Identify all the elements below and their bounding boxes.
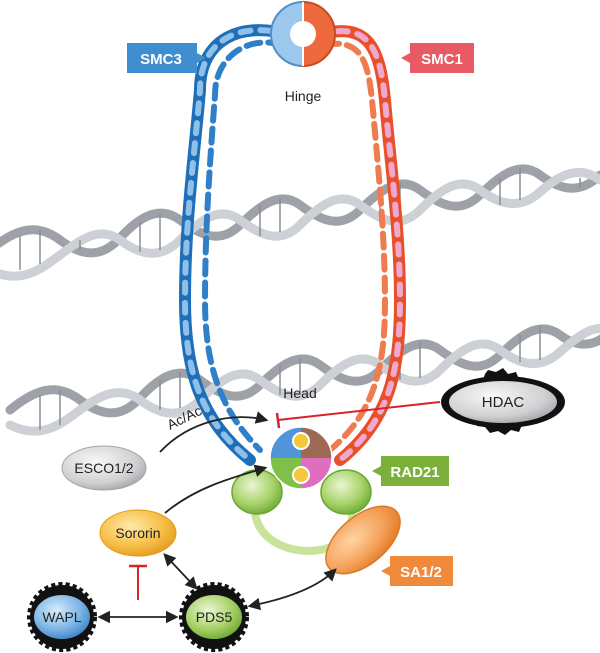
pds5-label: PDS5 <box>196 609 233 625</box>
hdac-inhibition-bar <box>275 412 281 429</box>
wapl-node: WAPL <box>27 582 97 652</box>
hinge-domain <box>270 0 336 68</box>
head-label: Head <box>283 385 316 401</box>
rad21-tag: RAD21 <box>372 456 449 486</box>
sa-tag: SA1/2 <box>381 556 453 586</box>
hdac-inhibition-line <box>277 401 441 421</box>
sororin-label: Sororin <box>115 525 160 541</box>
smc1-label: SMC1 <box>421 51 463 68</box>
smc1-arm <box>312 25 407 466</box>
sororin-head-arrow <box>164 464 268 514</box>
rad21-label: RAD21 <box>390 464 439 481</box>
sororin-pds5-arrow <box>163 553 198 590</box>
acetylation-arrow <box>159 411 269 453</box>
head-domain <box>269 426 333 490</box>
hinge-label: Hinge <box>285 88 322 104</box>
dna-upper <box>0 164 600 281</box>
acetyl-dot-bottom <box>292 466 310 484</box>
smc3-tag: SMC3 <box>127 43 206 73</box>
esco-label: ESCO1/2 <box>74 460 133 476</box>
sororin-node <box>99 509 177 557</box>
sa-label: SA1/2 <box>400 564 442 581</box>
smc1-tag: SMC1 <box>401 43 474 73</box>
acetyl-dot-top <box>292 432 310 450</box>
smc3-label: SMC3 <box>140 51 182 68</box>
pds5-node: PDS5 <box>179 582 249 652</box>
smc3-arm <box>178 24 296 466</box>
hdac-label: HDAC <box>482 394 525 411</box>
esco-node <box>61 445 147 491</box>
pds5-sa-arrow <box>247 568 337 611</box>
wapl-label: WAPL <box>42 609 81 625</box>
hdac-node: HDAC <box>441 368 565 435</box>
dna-lower <box>5 324 600 436</box>
